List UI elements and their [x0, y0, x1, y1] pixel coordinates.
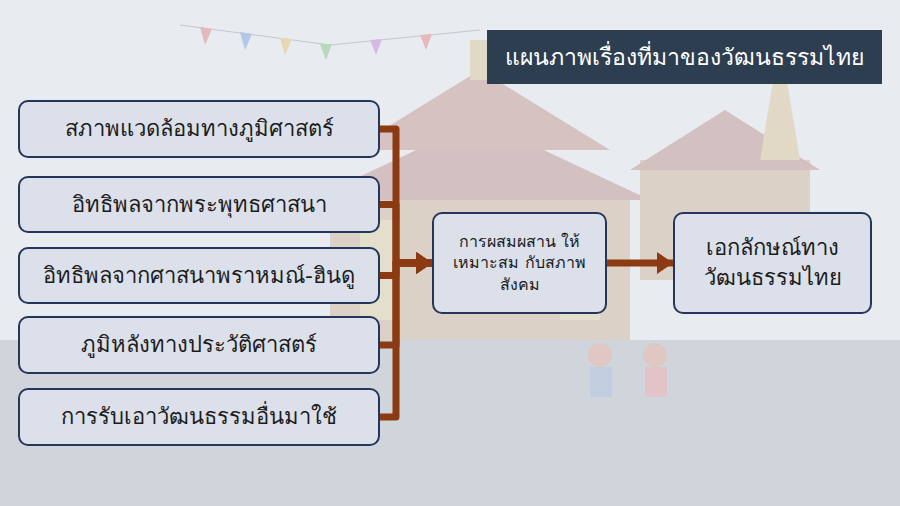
box-label: อิทธิพลจากพระพุทธศาสนา — [72, 190, 327, 220]
box-label: การรับเอาวัฒนธรรมอื่นมาใช้ — [61, 402, 337, 432]
result-box: เอกลักษณ์ทาง วัฒนธรรมไทย — [673, 212, 872, 314]
bunting — [180, 25, 480, 60]
box-label: ภูมิหลังทางประวัติศาสตร์ — [81, 330, 317, 360]
flow-arrow — [607, 260, 673, 267]
temple-illustration — [0, 40, 900, 506]
source-box: ภูมิหลังทางประวัติศาสตร์ — [18, 316, 380, 374]
title-banner: แผนภาพเรื่องที่มาของวัฒนธรรมไทย — [487, 30, 882, 84]
source-box: สภาพแวดล้อมทางภูมิศาสตร์ — [18, 100, 380, 158]
flow-arrow — [380, 205, 432, 264]
source-box: อิทธิพลจากพระพุทธศาสนา — [18, 176, 380, 233]
source-box: อิทธิพลจากศาสนาพราหมณ์-ฮินดู — [18, 247, 380, 304]
source-box: การรับเอาวัฒนธรรมอื่นมาใช้ — [18, 388, 380, 446]
flow-arrow — [380, 129, 432, 263]
box-label: สภาพแวดล้อมทางภูมิศาสตร์ — [65, 114, 334, 144]
flow-arrow — [380, 263, 432, 345]
box-label: อิทธิพลจากศาสนาพราหมณ์-ฮินดู — [43, 261, 355, 291]
process-box: การผสมผสาน ให้เหมาะสม กับสภาพสังคม — [432, 212, 607, 314]
flow-arrow — [380, 263, 432, 417]
box-label: เอกลักษณ์ทาง วัฒนธรรมไทย — [687, 233, 858, 292]
box-label: การผสมผสาน ให้เหมาะสม กับสภาพสังคม — [444, 231, 595, 296]
